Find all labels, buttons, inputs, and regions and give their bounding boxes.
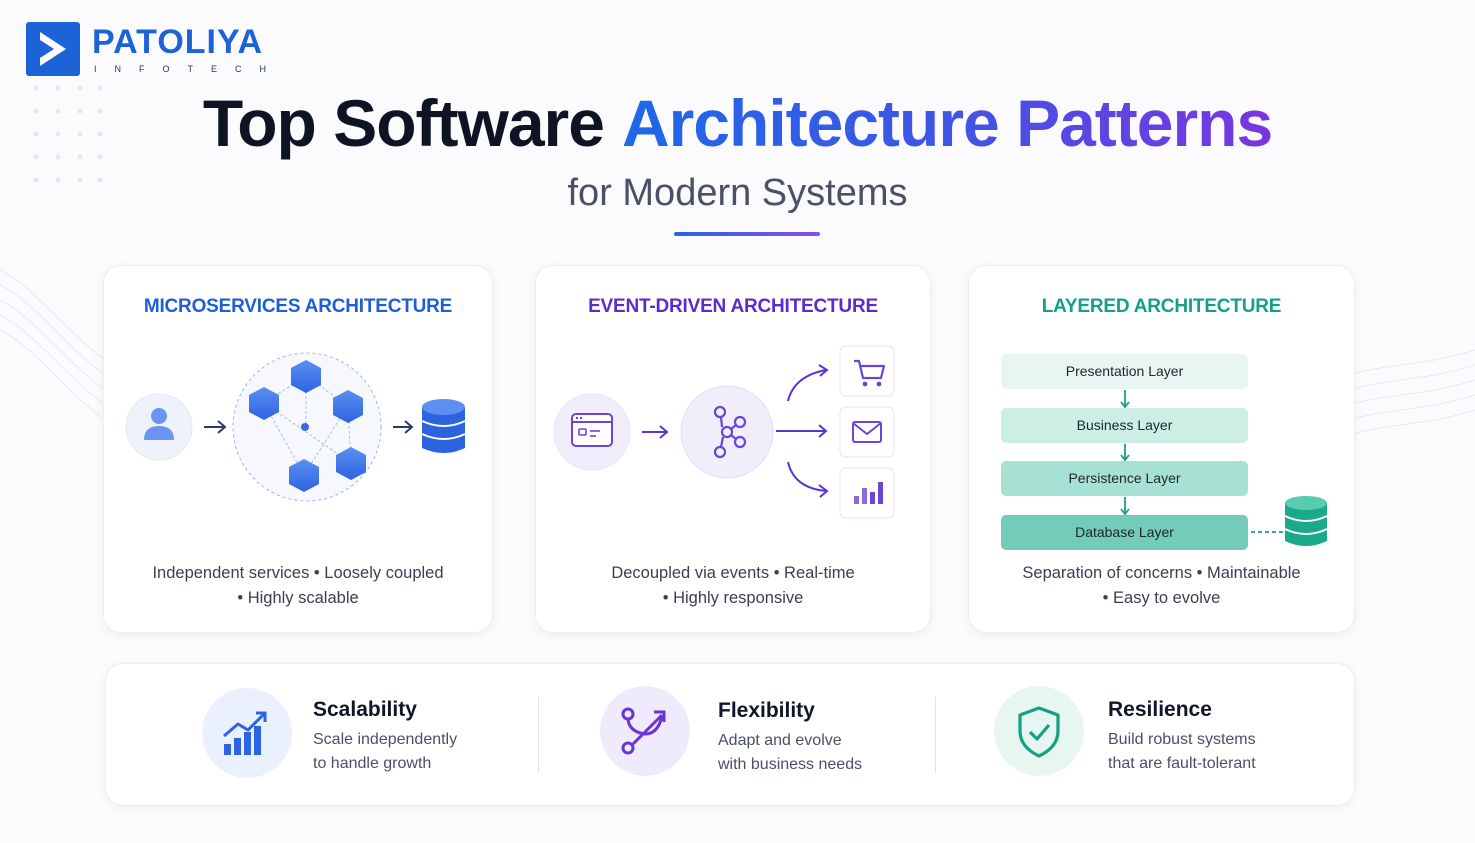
service-hexagon-icon [249, 360, 366, 492]
benefit-text-line: that are fault-tolerant [1108, 755, 1256, 772]
benefit-text-line: Build robust systems [1108, 731, 1256, 748]
layer-business: Business Layer [1001, 408, 1248, 443]
benefit-title: Flexibility [718, 699, 815, 722]
title-underline [674, 232, 820, 236]
arrow-right-icon [642, 425, 669, 439]
page-title-highlight: Architecture Patterns [621, 86, 1273, 160]
growth-chart-icon [202, 688, 292, 778]
benefit-text-line: to handle growth [313, 755, 432, 772]
card-microservices: MICROSERVICES ARCHITECTURE [103, 265, 493, 633]
card-title: LAYERED ARCHITECTURE [1041, 296, 1282, 317]
shopping-cart-icon [839, 345, 895, 397]
card-desc-line: Decoupled via events • Real-time [611, 564, 855, 582]
arrow-right-icon [204, 420, 227, 434]
benefit-title: Resilience [1108, 698, 1212, 721]
microservices-diagram [125, 352, 466, 502]
layer-persistence: Persistence Layer [1001, 461, 1248, 496]
card-desc-line: • Highly responsive [662, 589, 804, 607]
divider [935, 697, 936, 773]
brand-tagline: INFOTECH [94, 64, 284, 74]
decorative-dots [33, 85, 103, 183]
shield-check-icon [994, 686, 1084, 776]
card-title: MICROSERVICES ARCHITECTURE [143, 296, 453, 317]
card-desc-line: Independent services • Loosely coupled [152, 564, 444, 582]
user-icon [125, 393, 193, 461]
card-desc-line: • Highly scalable [237, 589, 359, 607]
brand-logo[interactable]: PATOLIYA INFOTECH [26, 22, 284, 76]
benefits-panel: Scalability Scale independently to handl… [105, 663, 1355, 806]
background-waves-left [0, 269, 120, 431]
layered-diagram [1120, 390, 1328, 546]
patoliya-logo-icon [26, 22, 80, 76]
arrow-down-icon [1120, 390, 1130, 516]
benefit-text-line: with business needs [718, 756, 863, 773]
page-subtitle: for Modern Systems [567, 172, 908, 214]
layer-database: Database Layer [1001, 515, 1248, 550]
layer-presentation: Presentation Layer [1001, 354, 1248, 389]
branch-arrow-icon [600, 686, 690, 776]
card-layered: LAYERED ARCHITECTURE Presentation Layer … [968, 265, 1355, 633]
card-desc-line: Separation of concerns • Maintainable [1022, 564, 1301, 582]
event-hub-icon [680, 385, 774, 479]
event-driven-diagram [553, 345, 895, 519]
browser-window-icon [553, 393, 631, 471]
card-event-driven: EVENT-DRIVEN ARCHITECTURE [535, 265, 931, 633]
page-title-dark: Top Software [202, 86, 605, 160]
card-desc-line: • Easy to evolve [1102, 589, 1221, 607]
benefit-text-line: Adapt and evolve [718, 732, 842, 749]
brand-name: PATOLIYA [92, 23, 264, 61]
benefit-title: Scalability [313, 698, 417, 721]
divider [538, 697, 539, 773]
database-icon [1284, 496, 1328, 546]
arrow-right-icon [393, 420, 414, 434]
database-icon [421, 399, 466, 453]
bar-chart-icon [839, 467, 895, 519]
card-title: EVENT-DRIVEN ARCHITECTURE [588, 296, 878, 317]
mail-icon [839, 406, 895, 458]
benefit-text-line: Scale independently [313, 731, 458, 748]
